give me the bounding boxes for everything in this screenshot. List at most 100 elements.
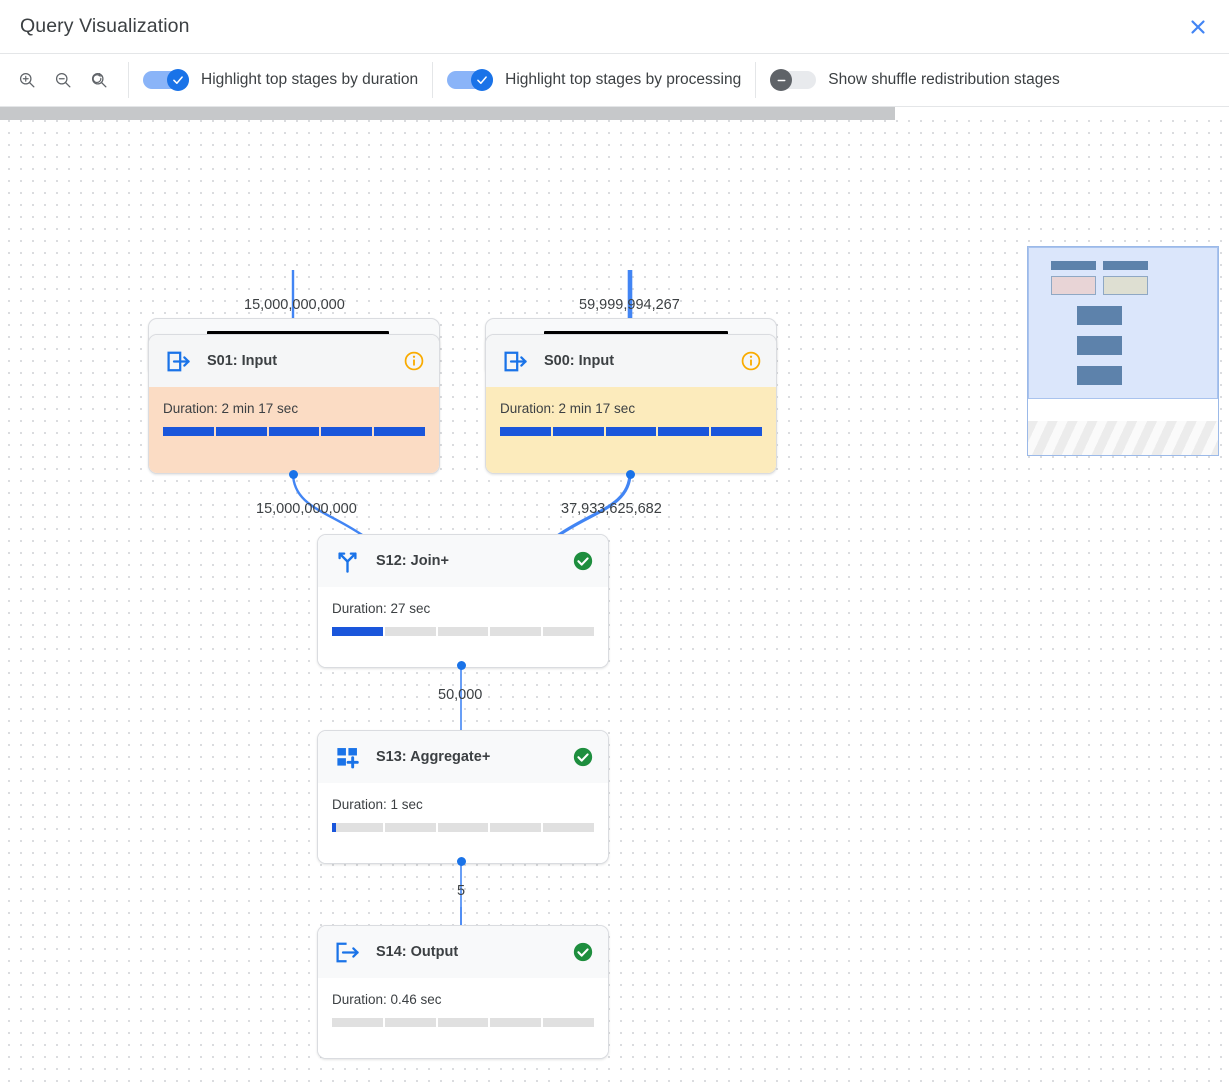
stage-node-s01[interactable]: S01: Input Duration: 2 min 17 sec: [148, 334, 440, 474]
stage-node-body: Duration: 2 min 17 sec: [149, 387, 439, 473]
stage-progress-bar: [500, 427, 762, 436]
switch-knob: [471, 69, 494, 91]
toggle-highlight-duration-label: Highlight top stages by duration: [201, 71, 419, 88]
toggle-highlight-duration-switch[interactable]: [143, 69, 189, 91]
bar-segment: [490, 627, 542, 636]
bar-segment: [437, 823, 489, 832]
stage-node-body: Duration: 1 sec: [318, 783, 608, 863]
minimap-node: [1077, 306, 1122, 325]
stage-join-icon: [332, 546, 362, 576]
edge-s01-s12: [291, 472, 366, 538]
toggle-show-shuffle[interactable]: Show shuffle redistribution stages: [770, 69, 1060, 91]
bar-segment: [543, 823, 594, 832]
stage-node-s00[interactable]: S00: Input Duration: 2 min 17 sec: [485, 334, 777, 474]
bar-segment: [332, 627, 383, 636]
bar-segment: [552, 427, 604, 436]
stage-node-s13[interactable]: S13: Aggregate+ Duration: 1 sec: [317, 730, 609, 864]
toolbar-divider: [755, 62, 757, 98]
minimap-node: [1077, 336, 1122, 355]
bar-segment: [384, 627, 436, 636]
stage-duration-label: Duration: 1 sec: [332, 797, 423, 812]
connector-dot: [457, 661, 466, 670]
bar-segment: [658, 427, 710, 436]
toggle-highlight-processing-switch[interactable]: [447, 69, 494, 91]
check-icon: [477, 76, 487, 84]
stage-output-icon: [332, 937, 362, 967]
stage-node-header: S00: Input: [486, 335, 776, 387]
status-ok-icon: [573, 551, 593, 571]
bar-segment: [437, 627, 489, 636]
status-info-icon[interactable]: [403, 350, 425, 372]
bar-segment: [543, 627, 594, 636]
minimap-node-processing-highlight: [1103, 276, 1148, 295]
edge-label-s01-s12: 15,000,000,000: [256, 501, 357, 517]
status-info-icon[interactable]: [740, 350, 762, 372]
stage-progress-bar: [163, 427, 425, 436]
toggle-show-shuffle-label: Show shuffle redistribution stages: [828, 71, 1060, 88]
bar-segment: [711, 427, 762, 436]
bar-segment: [490, 1018, 542, 1027]
edge-label-ds-left-s01: 15,000,000,000: [244, 297, 345, 313]
stage-aggregate-icon: [332, 742, 362, 772]
horizontal-scrollbar-thumb[interactable]: [0, 107, 895, 120]
stage-node-title: S12: Join+: [376, 553, 449, 569]
graph-canvas[interactable]: 15,000,000,000 59,999,994,267 15,000,000…: [0, 107, 1229, 1090]
stage-input-icon: [163, 346, 193, 376]
minimap-node: [1077, 366, 1122, 385]
switch-knob: [770, 69, 793, 91]
bar-segment: [268, 427, 320, 436]
stage-progress-bar: [332, 1018, 594, 1027]
zoom-reset-icon: [91, 72, 107, 88]
minimap-node: [1051, 261, 1096, 270]
bar-segment: [215, 427, 267, 436]
edge-label-ds-right-s00: 59,999,994,267: [579, 297, 680, 313]
stage-node-title: S13: Aggregate+: [376, 749, 491, 765]
toolbar-divider: [432, 62, 434, 98]
toggle-highlight-processing[interactable]: Highlight top stages by processing: [447, 69, 741, 91]
horizontal-scrollbar[interactable]: [0, 107, 1229, 120]
connector-dot: [457, 857, 466, 866]
minimap-viewport[interactable]: [1028, 247, 1218, 399]
zoom-in-button[interactable]: [12, 65, 42, 95]
toggle-show-shuffle-switch[interactable]: [770, 69, 817, 91]
status-ok-icon: [573, 747, 593, 767]
edge-s00-s12: [555, 472, 632, 539]
zoom-out-icon: [55, 72, 71, 88]
toolbar: Highlight top stages by duration Highlig…: [0, 53, 1229, 107]
bar-segment: [384, 823, 436, 832]
stage-node-title: S01: Input: [207, 353, 278, 369]
close-icon: [1191, 20, 1205, 34]
zoom-in-icon: [19, 72, 35, 88]
stage-duration-label: Duration: 27 sec: [332, 601, 431, 616]
stage-node-header: S12: Join+: [318, 535, 608, 587]
stage-node-header: S13: Aggregate+: [318, 731, 608, 783]
stage-node-s12[interactable]: S12: Join+ Duration: 27 sec: [317, 534, 609, 668]
stage-duration-label: Duration: 0.46 sec: [332, 992, 442, 1007]
bar-segment: [490, 823, 542, 832]
bar-segment: [321, 427, 373, 436]
connector-dot: [289, 470, 298, 479]
stage-input-icon: [500, 346, 530, 376]
toolbar-divider: [128, 62, 129, 98]
graph-minimap[interactable]: [1027, 246, 1219, 456]
bar-segment: [332, 823, 383, 832]
zoom-reset-button[interactable]: [84, 65, 114, 95]
zoom-controls: [0, 65, 114, 95]
bar-segment: [163, 427, 214, 436]
bar-segment: [437, 1018, 489, 1027]
status-ok-icon: [573, 942, 593, 962]
connector-dot: [626, 470, 635, 479]
stage-progress-bar: [332, 823, 594, 832]
stage-node-s14[interactable]: S14: Output Duration: 0.46 sec: [317, 925, 609, 1059]
close-button[interactable]: [1181, 10, 1215, 44]
edge-label-s00-s12: 37,933,625,682: [561, 501, 662, 517]
stage-duration-label: Duration: 2 min 17 sec: [500, 401, 636, 416]
minus-icon: [777, 79, 786, 81]
stage-progress-bar: [332, 627, 594, 636]
stage-node-body: Duration: 2 min 17 sec: [486, 387, 776, 473]
edge-label-s12-s13: 50,000: [438, 687, 483, 703]
zoom-out-button[interactable]: [48, 65, 78, 95]
check-icon: [173, 76, 183, 84]
toggle-highlight-processing-label: Highlight top stages by processing: [505, 71, 742, 88]
toggle-highlight-duration[interactable]: Highlight top stages by duration: [143, 69, 418, 91]
